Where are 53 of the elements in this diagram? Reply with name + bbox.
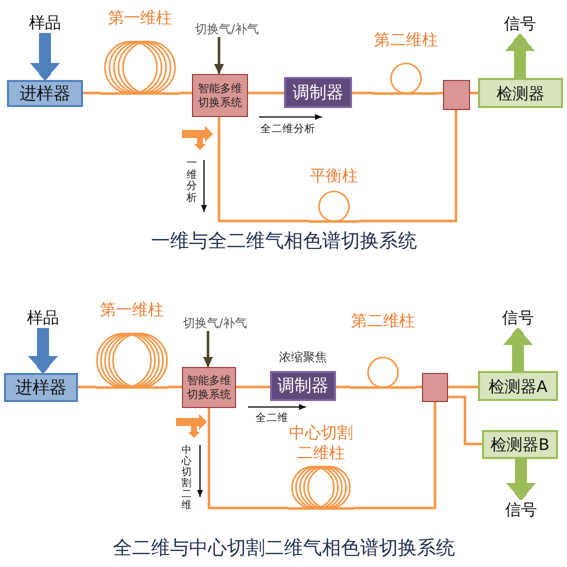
flow-line — [168, 386, 182, 388]
device-box: 进样器 — [4, 373, 78, 402]
arrow — [503, 328, 533, 371]
device-box: 进样器 — [7, 80, 83, 107]
arrow — [505, 34, 535, 78]
flow-line — [359, 110, 458, 222]
text-label: 信号 — [505, 500, 537, 520]
arrow — [506, 459, 536, 500]
arrow — [30, 33, 60, 80]
flow-line — [218, 117, 309, 222]
device-box: 调制器 — [270, 371, 336, 401]
text-label: 信号 — [502, 308, 534, 328]
flow-line — [83, 92, 100, 94]
text-label: 切换气/补气 — [182, 315, 248, 331]
note-text: 一维分析 — [186, 158, 198, 204]
text-label: 样品 — [27, 308, 59, 328]
flow-line — [354, 402, 436, 510]
process-box: 智能多维切换系统 — [182, 367, 236, 408]
flow-line — [352, 92, 373, 94]
text-label: 切换气/补气 — [194, 21, 260, 37]
flow-line — [439, 92, 443, 94]
text-label: 信号 — [504, 14, 536, 34]
column-label: 第二维柱 — [374, 30, 438, 50]
arrow — [214, 37, 224, 74]
device-box: 检测器B — [482, 430, 558, 459]
column-label: 中心切割二维柱 — [288, 422, 354, 462]
flow-line — [416, 386, 422, 388]
flow-line — [470, 92, 478, 94]
device-box: 检测器A — [478, 371, 558, 401]
note-text: 全二维 — [256, 411, 288, 426]
flow-line — [78, 386, 96, 388]
flow-line — [448, 386, 478, 388]
flow-line — [208, 408, 288, 510]
arrow — [203, 331, 213, 367]
flow-line — [180, 92, 192, 94]
flow-line — [236, 386, 270, 388]
device-box: 调制器 — [284, 77, 352, 108]
device-box: 检测器 — [478, 78, 563, 108]
caption: 一维与全二维气相色谱切换系统 — [151, 230, 417, 253]
note-text: 中心切割二维 — [181, 445, 192, 511]
flow-line — [448, 396, 482, 446]
column-label: 第一维柱 — [108, 8, 172, 28]
column-label: 第一维柱 — [100, 300, 164, 320]
column-label: 第二维柱 — [351, 310, 415, 330]
text-label: 样品 — [29, 13, 61, 33]
note-text: 全二维分析 — [260, 122, 316, 136]
note-text: 浓缩聚焦 — [279, 350, 327, 365]
caption: 全二维与中心切割二维气相色谱切换系统 — [113, 537, 455, 560]
flow-line — [248, 92, 284, 94]
arrow — [28, 328, 58, 373]
process-box: 智能多维切换系统 — [192, 74, 248, 117]
column-label: 平衡柱 — [310, 166, 358, 186]
flow-line — [336, 386, 350, 388]
